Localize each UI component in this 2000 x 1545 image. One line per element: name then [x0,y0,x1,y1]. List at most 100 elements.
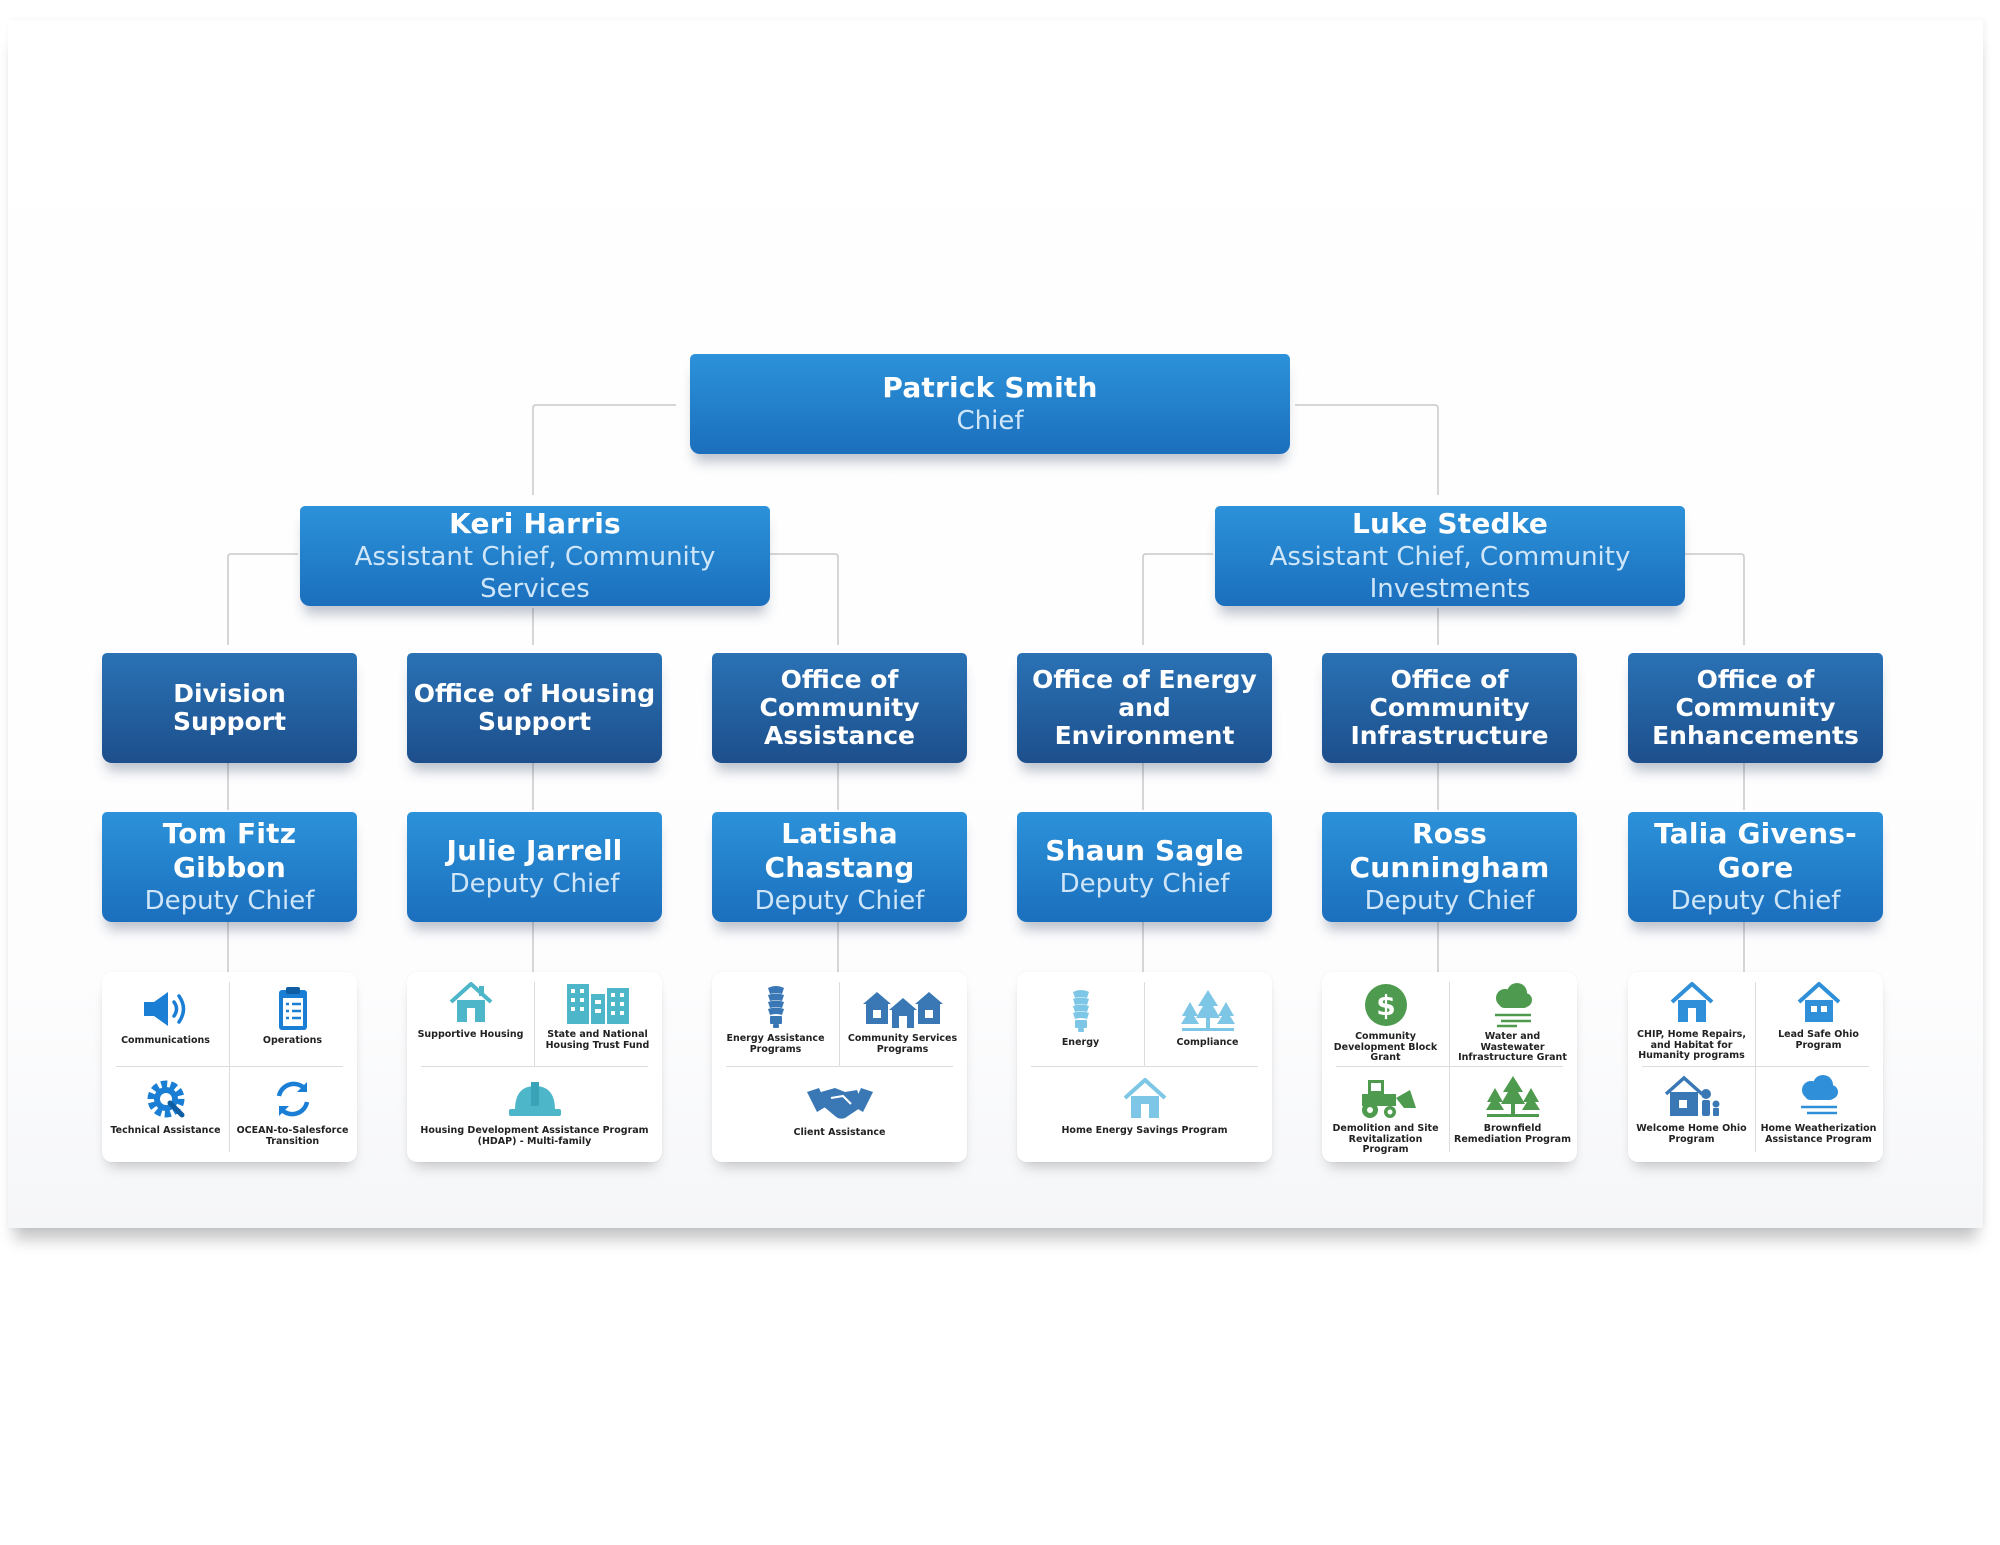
program-label: Operations [262,1035,323,1046]
connector-lines [227,404,1745,972]
program-label: Housing Development Assistance Program (… [420,1125,649,1147]
office-name-line2: Support [172,707,287,736]
program-item: $ Community Development Block Grant [1322,982,1449,1064]
program-label: Energy Assistance Programs [726,1033,825,1055]
program-label: Energy [1061,1037,1100,1048]
program-card-division-support: Communications Operations Technical Assi… [102,972,357,1162]
deputy-chief-node: Julie Jarrell Deputy Chief [407,812,662,922]
program-item: Energy [1017,988,1144,1049]
program-card-energy-environment: Energy Compliance Home Energy Savings Pr… [1017,972,1272,1162]
buildings-icon [566,984,629,1024]
chief-name: Patrick Smith [882,371,1098,404]
program-item: Technical Assistance [102,1076,229,1137]
program-card-community-infrastructure: $ Community Development Block Grant Wate… [1322,972,1577,1162]
office-name-line1: Office of Housing [413,679,656,708]
program-label: Communications [121,1035,210,1046]
office-node-housing-support: Office of Housing Support [407,653,662,763]
program-label: Welcome Home Ohio Program [1636,1123,1747,1145]
office-name-line1: Office of Community [1675,665,1836,722]
gear-wrench-icon [147,1080,184,1118]
house-icon [1670,982,1713,1022]
deputy-chief-title: Deputy Chief [1059,869,1230,899]
house-icon [1123,1078,1166,1118]
office-name-line2: Enhancements [1652,721,1859,750]
program-label: Compliance [1176,1037,1239,1048]
trees-icon [1485,1076,1540,1117]
deputy-chief-node: Shaun Sagle Deputy Chief [1017,812,1272,922]
program-label: Client Assistance [793,1127,886,1138]
program-item: Compliance [1144,988,1271,1049]
program-card-housing-support: Supportive Housing State and National Ho… [407,972,662,1162]
assistant-chief-node-community-services: Keri Harris Assistant Chief, Community S… [300,506,770,606]
program-label: Technical Assistance [110,1125,221,1136]
program-label: State and National Housing Trust Fund [545,1029,650,1051]
deputy-chief-name: Talia Givens-Gore [1654,817,1857,884]
houses-icon [862,992,943,1028]
deputy-chief-title: Deputy Chief [1670,886,1841,916]
office-node-community-infrastructure: Office of Community Infrastructure [1322,653,1577,763]
rain-cloud-icon [1800,1075,1838,1115]
program-item: Water and Wastewater Infrastructure Gran… [1449,982,1576,1064]
program-item: Energy Assistance Programs [712,984,839,1055]
deputy-chief-title: Deputy Chief [144,886,315,916]
lightbulb-icon [767,986,784,1028]
office-name-line2: Support [477,707,592,736]
trees-icon [1180,990,1235,1031]
program-label: Home Weatherization Assistance Program [1760,1123,1877,1145]
program-item: Operations [229,986,356,1047]
program-item: Home Weatherization Assistance Program [1755,1074,1882,1145]
office-node-community-assistance: Office of Community Assistance [712,653,967,763]
program-item: Supportive Housing [407,980,534,1041]
office-name-line2: Environment [1054,721,1235,750]
program-item: Client Assistance [712,1078,967,1139]
deputy-chief-node: Latisha Chastang Deputy Chief [712,812,967,922]
program-item: Home Energy Savings Program [1017,1076,1272,1137]
family-house-icon [1664,1075,1719,1116]
office-name-line1: Office of Community [759,665,920,722]
program-item: Brownfield Remediation Program [1449,1074,1576,1145]
program-item: Demolition and Site Revitalization Progr… [1322,1074,1449,1156]
office-name-line1: Office of Community [1369,665,1530,722]
program-label: Community Development Block Grant [1333,1031,1438,1063]
deputy-chief-name: Latisha Chastang [764,817,915,884]
house-icon [1797,982,1840,1022]
house-icon [449,982,492,1022]
handshake-icon [806,1088,873,1119]
program-label: CHIP, Home Repairs, and Habitat for Huma… [1637,1029,1746,1061]
program-item: OCEAN-to-Salesforce Transition [229,1076,356,1147]
program-label: Supportive Housing [417,1029,524,1040]
chief-node: Patrick Smith Chief [690,354,1290,454]
svg-text:$: $ [1376,989,1395,1022]
deputy-chief-node: Ross Cunningham Deputy Chief [1322,812,1577,922]
program-item: Housing Development Assistance Program (… [407,1076,662,1147]
program-label: Demolition and Site Revitalization Progr… [1332,1123,1439,1155]
deputy-chief-name: Ross Cunningham [1349,817,1550,884]
program-label: OCEAN-to-Salesforce Transition [236,1125,349,1147]
office-node-division-support: Division Support [102,653,357,763]
deputy-chief-name: Julie Jarrell [446,834,623,867]
deputy-chief-node: Tom Fitz Gibbon Deputy Chief [102,812,357,922]
chief-title: Chief [956,406,1024,436]
program-item: Communications [102,986,229,1047]
office-name-line1: Office of Energy and [1032,665,1257,722]
program-label: Brownfield Remediation Program [1454,1123,1571,1145]
deputy-chief-name: Shaun Sagle [1045,834,1244,867]
program-label: Home Energy Savings Program [1061,1125,1228,1136]
rain-cloud-icon [1494,983,1532,1028]
assistant-chief-title: Assistant Chief, Community Services [354,542,716,604]
lightbulb-icon [1072,990,1089,1032]
program-item: CHIP, Home Repairs, and Habitat for Huma… [1628,980,1755,1062]
deputy-chief-title: Deputy Chief [1364,886,1535,916]
office-node-community-enhancements: Office of Community Enhancements [1628,653,1883,763]
office-name-line2: Assistance [764,721,915,750]
deputy-chief-node: Talia Givens-Gore Deputy Chief [1628,812,1883,922]
program-item: State and National Housing Trust Fund [534,980,661,1051]
deputy-chief-title: Deputy Chief [449,869,620,899]
hardhat-icon [508,1082,561,1116]
program-item: Lead Safe Ohio Program [1755,980,1882,1051]
program-label: Water and Wastewater Infrastructure Gran… [1458,1031,1567,1063]
assistant-chief-title: Assistant Chief, Community Investments [1269,542,1631,604]
bulldozer-icon [1361,1080,1416,1118]
office-name-line1: Division [173,679,286,708]
dollar-icon: $ [1364,984,1407,1026]
